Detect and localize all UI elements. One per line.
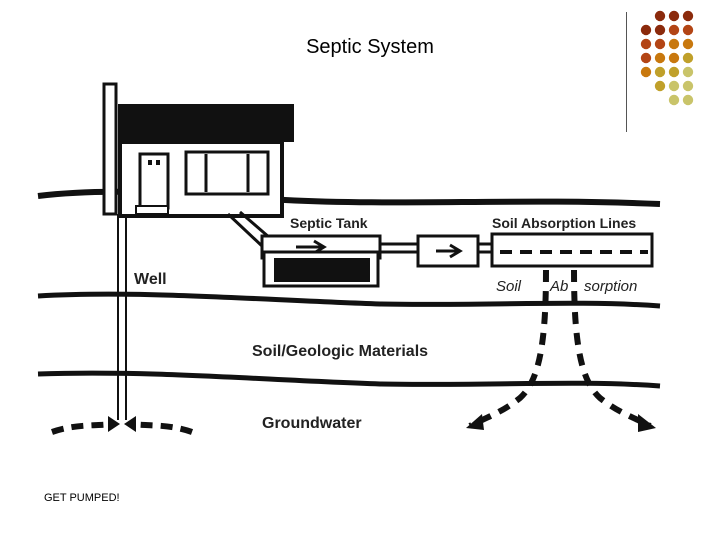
sewer-line xyxy=(226,210,271,248)
label-soil-absorption-soil: Soil xyxy=(496,278,522,295)
decorative-dot xyxy=(682,66,694,78)
label-soil-absorption-ab: Ab xyxy=(549,278,568,295)
decorative-dot xyxy=(668,94,680,106)
slide-footer: GET PUMPED! xyxy=(44,492,120,504)
label-groundwater: Groundwater xyxy=(262,415,362,432)
decorative-dot xyxy=(654,66,666,78)
decorative-dot xyxy=(668,10,680,22)
decorative-dot xyxy=(654,24,666,36)
house-window xyxy=(184,150,270,196)
label-soil-absorption-sorption: sorption xyxy=(584,278,637,295)
house xyxy=(118,104,294,218)
decorative-dot xyxy=(654,38,666,50)
soil-layer-line-lower xyxy=(37,370,661,389)
label-soil-absorption-lines: Soil Absorption Lines xyxy=(492,215,636,231)
decorative-dot-grid xyxy=(640,10,694,106)
groundwater-draw-arrows xyxy=(51,416,194,435)
well-pipe xyxy=(102,82,127,420)
decorative-dot xyxy=(640,52,652,64)
decorative-dot xyxy=(668,38,680,50)
absorption-flow-arrows xyxy=(466,269,656,432)
decorative-dot xyxy=(682,94,694,106)
divider-line xyxy=(626,12,627,132)
decorative-dot xyxy=(682,52,694,64)
decorative-dot xyxy=(682,80,694,92)
slide-title: Septic System xyxy=(306,36,434,58)
house-roof xyxy=(118,104,294,142)
decorative-dot xyxy=(654,10,666,22)
decorative-dot xyxy=(640,66,652,78)
label-well: Well xyxy=(134,271,167,288)
decorative-dot xyxy=(668,52,680,64)
decorative-dot xyxy=(668,80,680,92)
decorative-dot xyxy=(668,24,680,36)
septic-tank xyxy=(260,234,382,288)
soil-absorption-lines xyxy=(490,232,654,268)
decorative-dot xyxy=(668,66,680,78)
decorative-dot xyxy=(640,24,652,36)
decorative-dot xyxy=(640,38,652,50)
distribution-box xyxy=(416,234,480,268)
soil-layer-line-upper xyxy=(37,291,661,309)
decorative-dot xyxy=(682,10,694,22)
label-soil-geologic-materials: Soil/Geologic Materials xyxy=(252,343,428,360)
label-septic-tank: Septic Tank xyxy=(290,215,368,231)
decorative-dot xyxy=(682,38,694,50)
house-door xyxy=(138,152,170,210)
decorative-dot xyxy=(654,80,666,92)
decorative-dot xyxy=(654,52,666,64)
decorative-dot xyxy=(682,24,694,36)
